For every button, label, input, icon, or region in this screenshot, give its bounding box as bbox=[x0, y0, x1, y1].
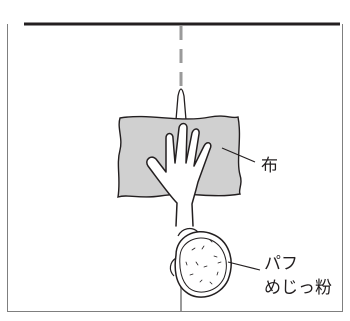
cloth-hook bbox=[175, 88, 187, 121]
puff-label-line2: めじっ粉 bbox=[264, 278, 332, 298]
cloth-leader-line bbox=[221, 147, 256, 163]
puff-sponge-icon bbox=[174, 231, 232, 298]
cloth-label: 布 bbox=[261, 156, 278, 176]
hand-icon bbox=[146, 122, 212, 227]
puff-sponge-inner-ring bbox=[179, 237, 227, 293]
puff-texture-speckles bbox=[185, 239, 222, 285]
puff-grip-stroke-top bbox=[177, 227, 199, 237]
puff-label-line1: パフ bbox=[264, 254, 298, 274]
puff-grip-stroke-left bbox=[169, 257, 177, 277]
puff-leader-line bbox=[227, 261, 261, 271]
